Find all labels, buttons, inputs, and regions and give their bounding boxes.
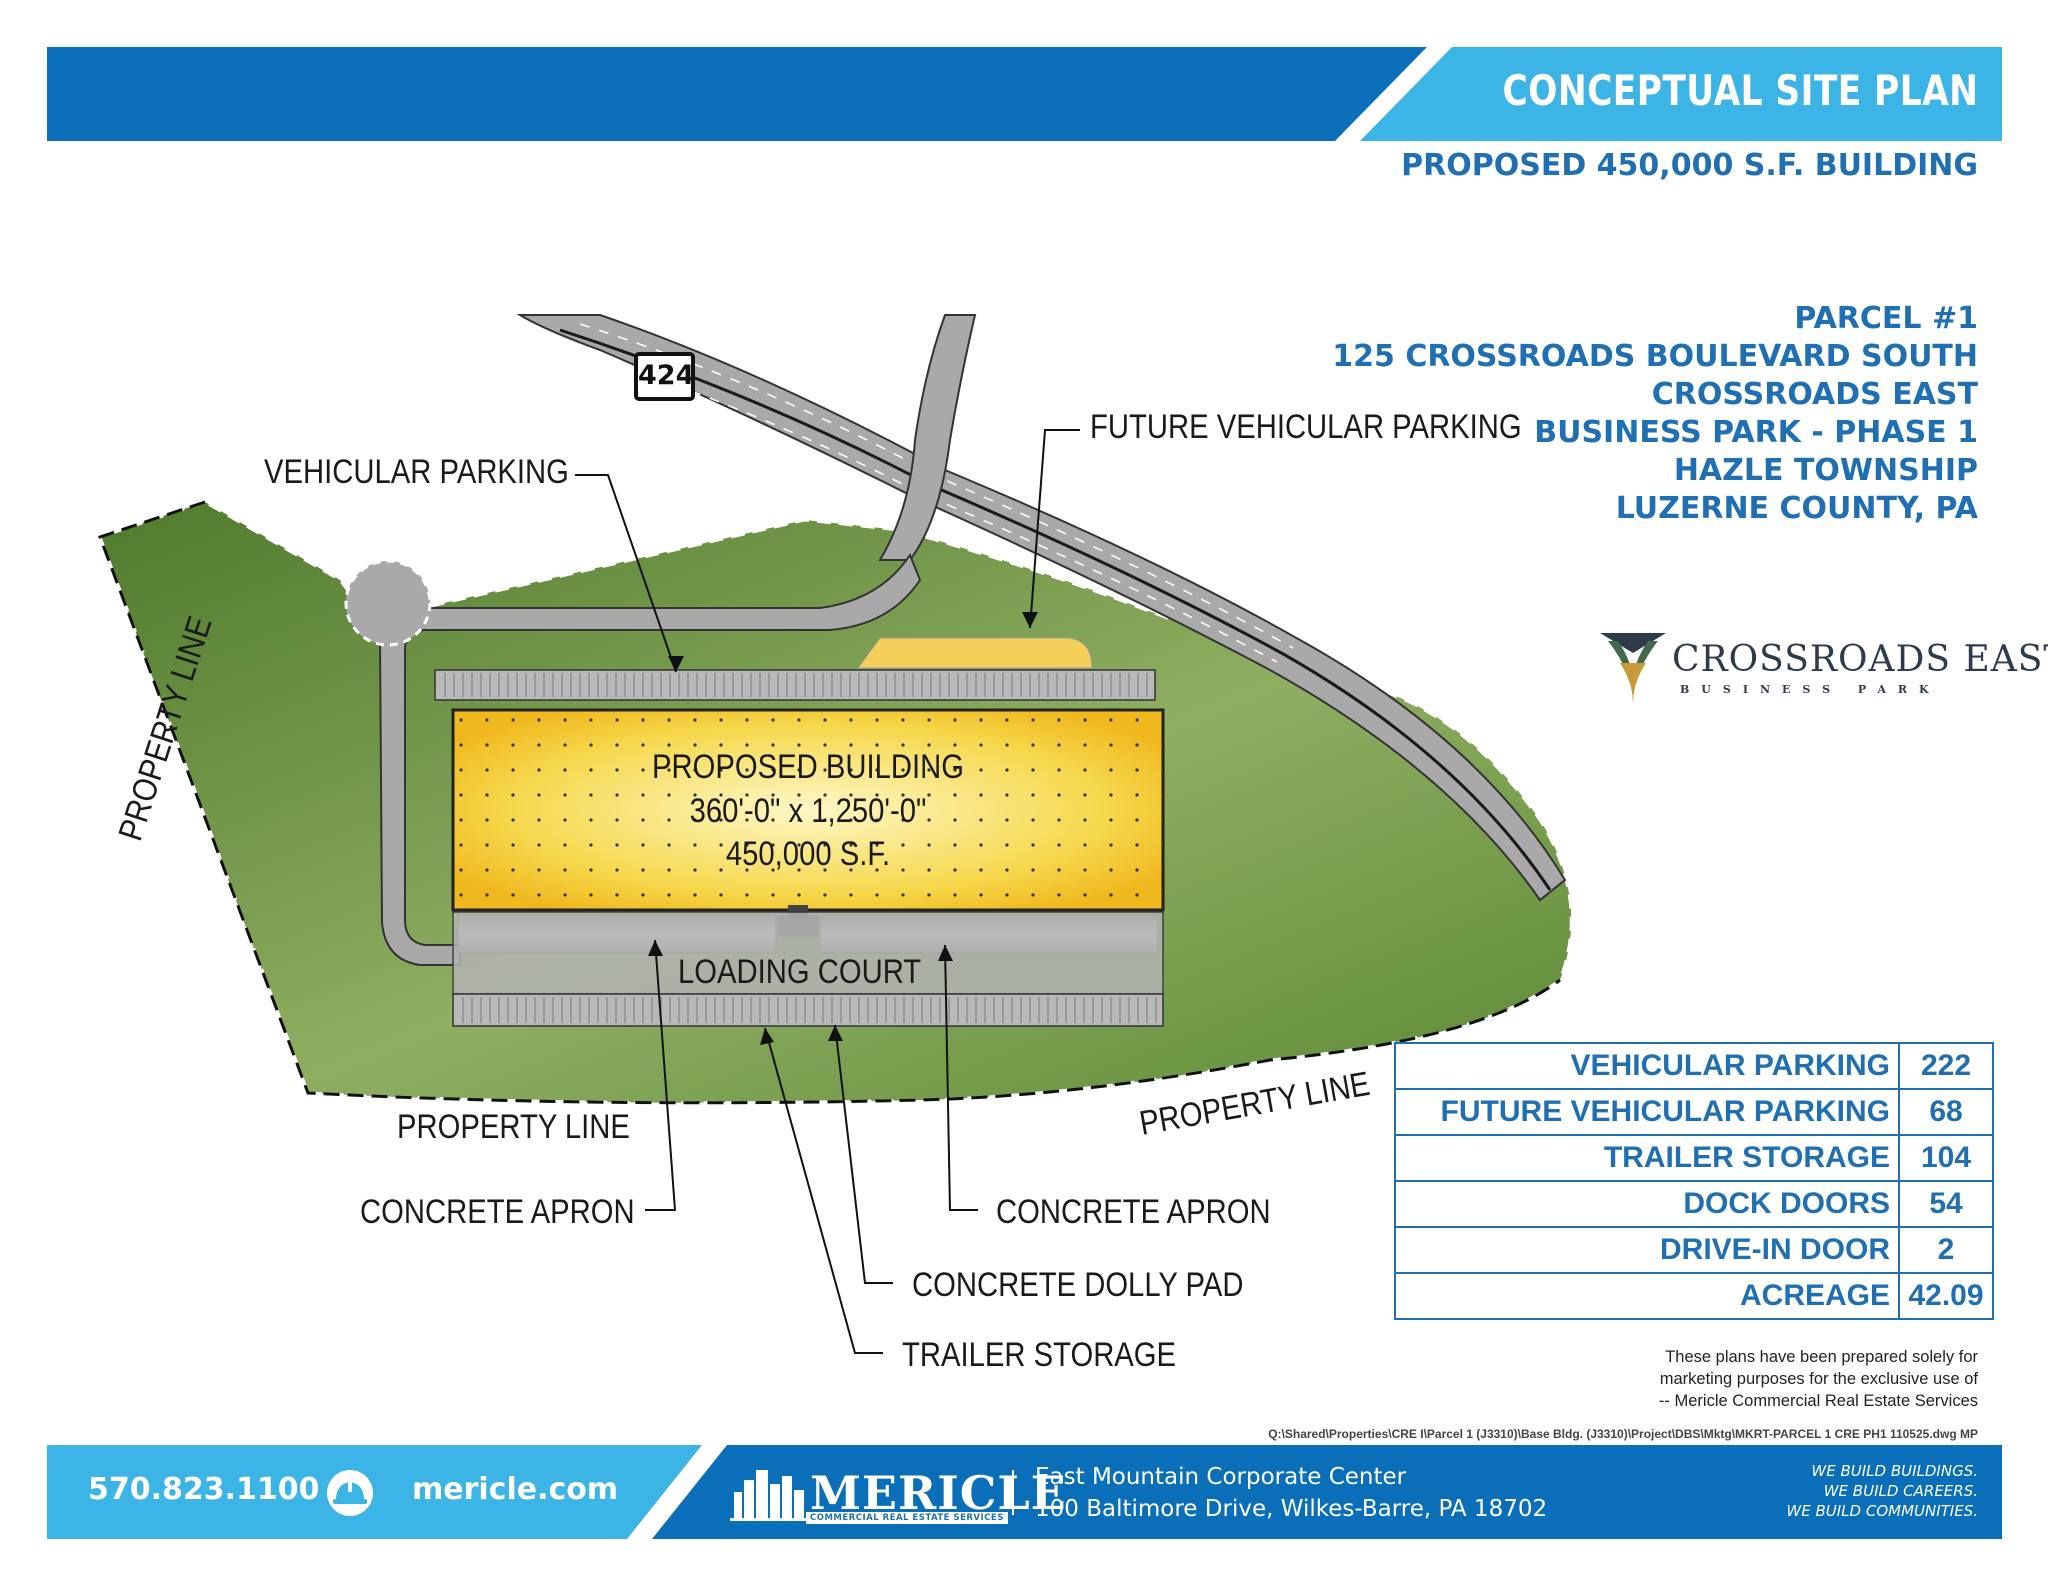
table-row: ACREAGE 42.09 (1394, 1272, 1994, 1320)
parcel-line: CROSSROADS EAST (1651, 377, 1978, 412)
stat-value: 2 (1898, 1226, 1994, 1274)
parcel-info: PARCEL #1 125 CROSSROADS BOULEVARD SOUTH… (1332, 300, 1978, 528)
access-road-north (878, 314, 977, 561)
stat-label: ACREAGE (1394, 1272, 1900, 1320)
table-row: TRAILER STORAGE 104 (1394, 1134, 1994, 1182)
stat-value: 54 (1898, 1180, 1994, 1228)
page-subtitle: PROPOSED 450,000 S.F. BUILDING (1401, 148, 1978, 183)
leader-lines (575, 429, 1080, 1354)
label-vehicular-parking: VEHICULAR PARKING (264, 453, 569, 491)
label-concrete-apron-left: CONCRETE APRON (360, 1193, 635, 1231)
route-424-shield-icon (634, 352, 695, 401)
header-banner (47, 47, 2002, 141)
building-dimensions: 360'-0" x 1,250'-0" (689, 792, 927, 830)
page-title: CONCEPTUAL SITE PLAN (1502, 66, 1978, 115)
stat-label: VEHICULAR PARKING (1394, 1042, 1900, 1090)
crossroads-east-wordmark: CROSSROADS EAST (1672, 639, 2048, 680)
parcel-line: 125 CROSSROADS BOULEVARD SOUTH (1332, 339, 1978, 374)
tagline-line: WE BUILD BUILDINGS. (1811, 1462, 1978, 1480)
stat-label: DRIVE-IN DOOR (1394, 1226, 1900, 1274)
stat-label: TRAILER STORAGE (1394, 1134, 1900, 1182)
stat-value: 104 (1898, 1134, 1994, 1182)
phone-number[interactable]: 570.823.1100 (88, 1472, 320, 1507)
crossroads-emblem-icon (1600, 633, 1666, 703)
mericle-skyline-icon (730, 1470, 810, 1521)
route-shield-number: 424 (638, 360, 695, 391)
site-statistics-table: VEHICULAR PARKING 222 FUTURE VEHICULAR P… (1394, 1042, 1994, 1320)
building-area: 450,000 S.F. (725, 835, 891, 873)
table-row: FUTURE VEHICULAR PARKING 68 (1394, 1088, 1994, 1136)
disclaimer-line: -- Mericle Commercial Real Estate Servic… (1658, 1392, 1978, 1410)
tagline-line: WE BUILD CAREERS. (1823, 1482, 1978, 1500)
parcel-line: HAZLE TOWNSHIP (1673, 453, 1978, 488)
leader-arrowheads (648, 612, 1038, 1045)
stat-label: FUTURE VEHICULAR PARKING (1394, 1088, 1900, 1136)
disclaimer-line: These plans have been prepared solely fo… (1665, 1348, 1978, 1366)
parcel-line: LUZERNE COUNTY, PA (1615, 491, 1978, 526)
stat-value: 222 (1898, 1042, 1994, 1090)
label-concrete-dolly-pad: CONCRETE DOLLY PAD (912, 1266, 1244, 1304)
stat-value: 68 (1898, 1088, 1994, 1136)
label-property-line-bottom: PROPERTY LINE (397, 1108, 630, 1146)
crossroads-east-subtitle: BUSINESS PARK (1680, 683, 1941, 696)
address-line-2: 100 Baltimore Drive, Wilkes-Barre, PA 18… (1035, 1496, 1548, 1522)
table-row: VEHICULAR PARKING 222 (1394, 1042, 1994, 1090)
tagline-line: WE BUILD COMMUNITIES. (1786, 1502, 1978, 1520)
table-row: DOCK DOORS 54 (1394, 1180, 1994, 1228)
label-concrete-apron-right: CONCRETE APRON (996, 1193, 1271, 1231)
building-name: PROPOSED BUILDING (652, 748, 964, 786)
parcel-line: BUSINESS PARK - PHASE 1 (1534, 415, 1978, 450)
address-line-1: East Mountain Corporate Center (1035, 1464, 1407, 1490)
file-path: Q:\Shared\Properties\CRE I\Parcel 1 (J33… (1268, 1427, 1978, 1441)
label-future-vehicular-parking: FUTURE VEHICULAR PARKING (1090, 408, 1522, 446)
hard-hat-icon (327, 1470, 373, 1516)
stat-label: DOCK DOORS (1394, 1180, 1900, 1228)
crossroads-east-logo: CROSSROADS EAST BUSINESS PARK (1600, 633, 2048, 713)
website-link[interactable]: mericle.com (412, 1472, 619, 1507)
stat-value: 42.09 (1898, 1272, 1994, 1320)
disclaimer: These plans have been prepared solely fo… (1659, 1346, 1978, 1412)
mericle-logo-subtitle: COMMERCIAL REAL ESTATE SERVICES (806, 1512, 1008, 1524)
company-tagline: WE BUILD BUILDINGS. WE BUILD CAREERS. WE… (1786, 1461, 1978, 1521)
loading-court (452, 911, 1164, 995)
label-loading-court: LOADING COURT (678, 953, 922, 991)
label-trailer-storage: TRAILER STORAGE (902, 1336, 1177, 1374)
mericle-logo-wordmark: MERICLE (810, 1466, 1067, 1520)
parcel-line: PARCEL #1 (1794, 301, 1978, 336)
table-row: DRIVE-IN DOOR 2 (1394, 1226, 1994, 1274)
disclaimer-line: marketing purposes for the exclusive use… (1659, 1370, 1978, 1388)
future-parking-area (857, 637, 1093, 669)
